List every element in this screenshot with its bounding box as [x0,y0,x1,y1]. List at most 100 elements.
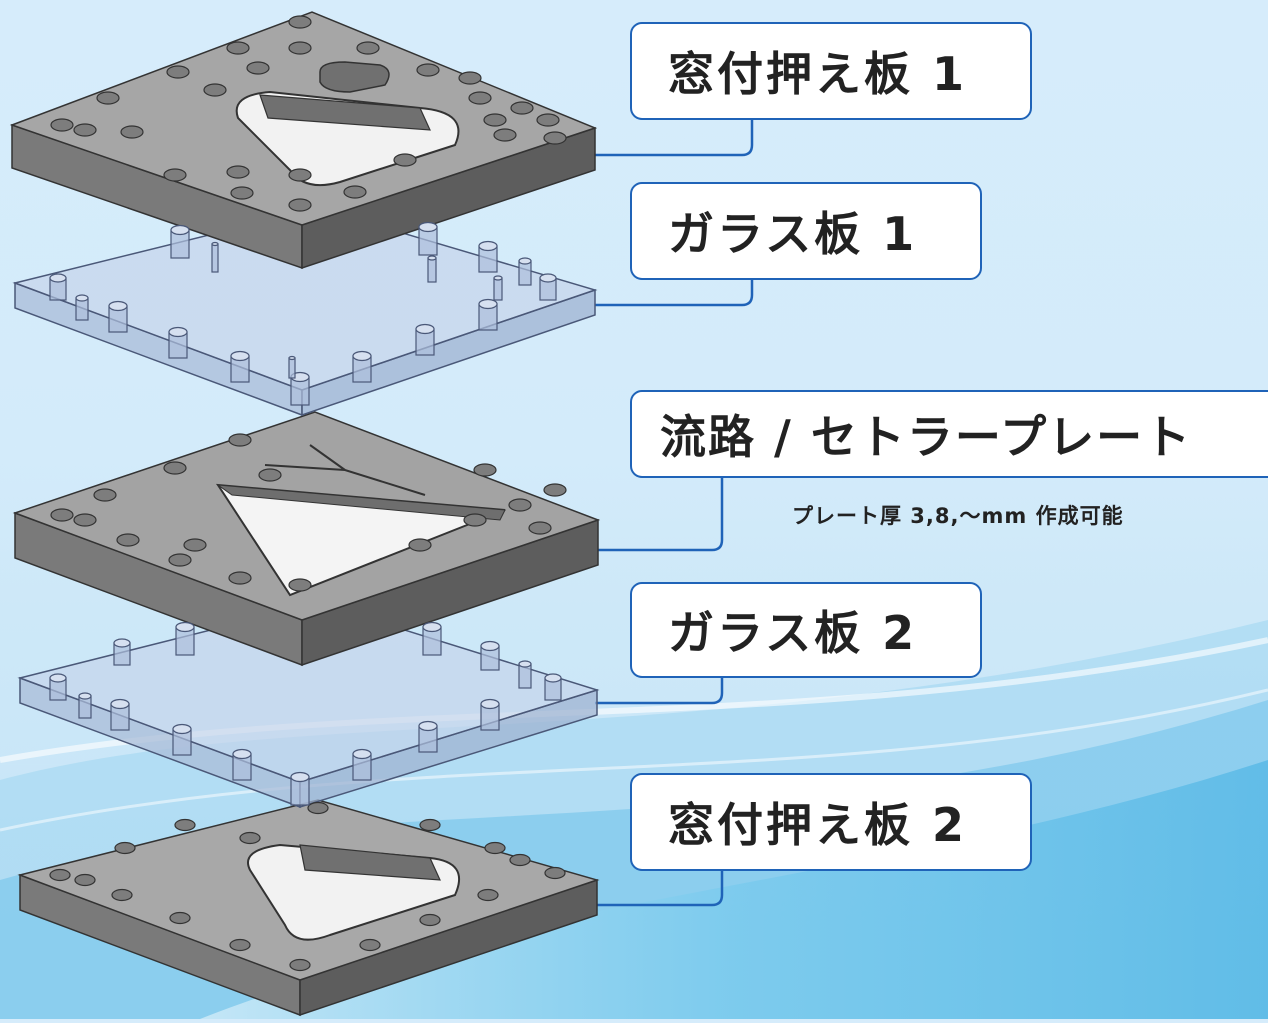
plate-hole [73,123,97,137]
glass-pins [49,221,562,806]
plate-hole [483,113,507,127]
plate-hole [228,571,252,585]
plate-hole [50,508,74,522]
label-window-plate-2: 窓付押え板 2 [630,773,1032,871]
glass-pin-top [108,300,128,312]
glass-pin [493,277,503,301]
plate-hole [120,125,144,139]
plate-hole [114,841,136,855]
glass-pin-top [518,257,532,265]
label-window-plate-2-text: 窓付押え板 2 [668,798,968,852]
plate-hole [493,128,517,142]
glass-pin-top [78,692,92,700]
glass-pin-top [288,355,296,361]
leader-line-4 [595,678,724,705]
glass-pin-top [418,221,438,233]
plate-hole [359,938,381,952]
label-channel-plate: 流路 / セトラープレート [630,390,1268,478]
plate-hole [509,853,531,867]
plate-hole [408,538,432,552]
leader-line-1 [595,118,754,157]
plate-holes [49,15,567,972]
label-window-plate-1-text: 窓付押え板 1 [668,47,968,101]
leader-line-5 [595,868,724,907]
plate-hole [419,818,441,832]
plate-hole [228,433,252,447]
glass-pin-top [172,723,192,735]
glass-pin-top [113,638,131,648]
window-plate-2-shape [17,799,600,1017]
plate-hole [458,71,482,85]
plate-hole [307,801,329,815]
plate-hole [229,938,251,952]
glass-pin [288,357,296,379]
window-plate-1-shape [9,11,598,270]
glass-pin-top [518,660,532,668]
plate-hole [393,153,417,167]
plate-hole [416,63,440,77]
plate-hole [536,113,560,127]
plate-hole [289,958,311,972]
plate-hole [463,513,487,527]
glass-pin-top [352,748,372,760]
glass-pin-top [480,640,500,652]
plate-hole [163,168,187,182]
plate-hole [477,888,499,902]
plate-hole [343,185,367,199]
channel-plate-note: プレート厚 3,8,～mm 作成可能 [792,504,1124,528]
plate-hole [230,186,254,200]
plate-hole [288,15,312,29]
plate-hole [258,468,282,482]
leader-line-3 [595,478,724,552]
plate-hole [288,168,312,182]
plate-hole [166,65,190,79]
plate-hole [73,513,97,527]
plate-hole [168,553,192,567]
glass-pin-top [175,621,195,633]
glass-pin-top [75,294,89,302]
plate-hole [93,488,117,502]
label-glass-plate-2-text: ガラス板 2 [668,606,918,660]
plate-hole [50,118,74,132]
plate-hole [203,83,227,97]
plate-hole [226,41,250,55]
label-channel-plate-text: 流路 / セトラープレート [660,410,1193,464]
glass-pin-top [422,621,442,633]
plate-hole [226,165,250,179]
plate-hole [49,868,71,882]
plate-hole [163,461,187,475]
glass-pin-top [211,241,219,247]
glass-pin-top [49,673,67,683]
plate-hole [239,831,261,845]
glass-pin-top [544,673,562,683]
plate-hole [74,873,96,887]
plate-hole [169,911,191,925]
glass-pin-top [352,350,372,362]
plate-hole [183,538,207,552]
label-glass-plate-2: ガラス板 2 [630,582,982,678]
leader-line-2 [595,280,754,307]
glass-pin [211,243,219,273]
plate-hole [288,198,312,212]
plate-hole [543,483,567,497]
glass-pin-top [290,771,310,783]
glass-pin-top [480,698,500,710]
plate-hole [246,61,270,75]
glass-pin-top [110,698,130,710]
plate-hole [544,866,566,880]
glass-pin-top [168,326,188,338]
label-window-plate-1: 窓付押え板 1 [630,22,1032,120]
plate-hole [288,578,312,592]
label-glass-plate-1-text: ガラス板 1 [668,207,918,261]
plate-hole [356,41,380,55]
plate-hole [96,91,120,105]
plate-hole [468,91,492,105]
plate-hole [111,888,133,902]
plate-hole [174,818,196,832]
glass-pin-top [415,323,435,335]
glass-pin-top [478,240,498,252]
plate-hole [543,131,567,145]
glass-pin-top [232,748,252,760]
